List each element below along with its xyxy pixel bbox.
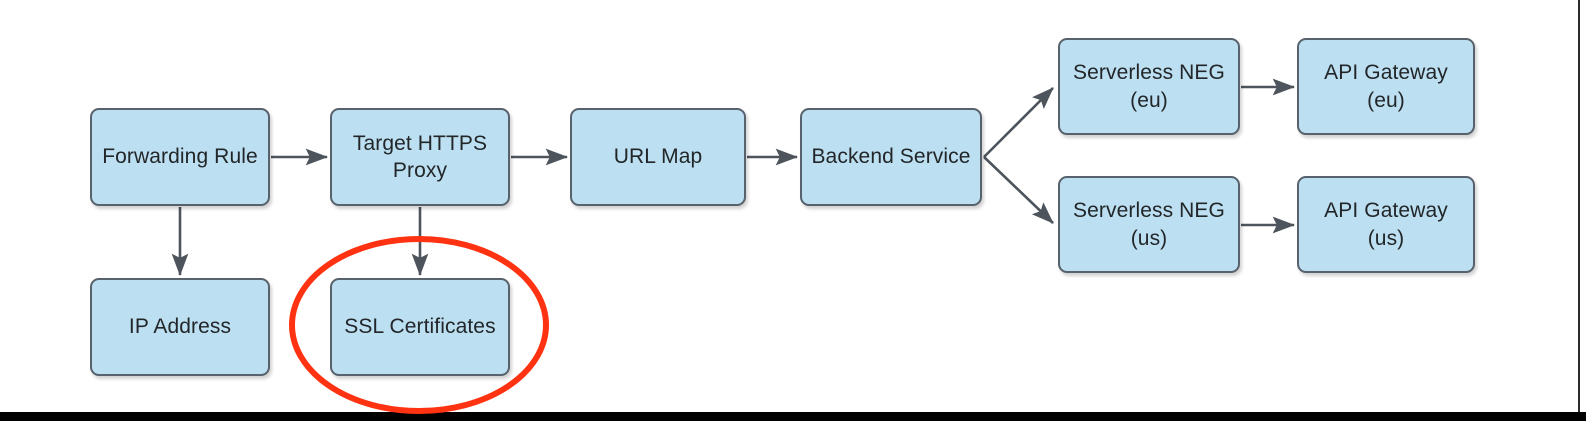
edge-backend-service-to-serverless-neg-eu <box>983 87 1054 158</box>
node-backend-service[interactable]: Backend Service <box>800 108 982 206</box>
edge-backend-service-to-serverless-neg-us <box>983 156 1054 224</box>
node-label: Serverless NEG (eu) <box>1073 61 1225 112</box>
node-url-map[interactable]: URL Map <box>570 108 746 206</box>
node-ip-address[interactable]: IP Address <box>90 278 270 376</box>
node-forwarding-rule[interactable]: Forwarding Rule <box>90 108 270 206</box>
node-label: SSL Certificates <box>344 315 496 339</box>
node-serverless-neg-us[interactable]: Serverless NEG (us) <box>1058 176 1240 273</box>
node-label: Serverless NEG (us) <box>1073 199 1225 250</box>
node-label: Backend Service <box>811 145 971 169</box>
node-api-gateway-eu[interactable]: API Gateway (eu) <box>1297 38 1475 135</box>
node-label: API Gateway (eu) <box>1324 61 1448 112</box>
node-label: API Gateway (us) <box>1324 199 1448 250</box>
node-label: Forwarding Rule <box>102 145 258 169</box>
node-ssl-certificates[interactable]: SSL Certificates <box>330 278 510 376</box>
node-label: IP Address <box>128 315 232 339</box>
right-edge-rule <box>1578 0 1580 412</box>
node-api-gateway-us[interactable]: API Gateway (us) <box>1297 176 1475 273</box>
node-target-https-proxy[interactable]: Target HTTPS Proxy <box>330 108 510 206</box>
node-label: Target HTTPS Proxy <box>352 131 488 182</box>
ssl-certificates-highlight-ellipse <box>289 236 549 414</box>
bottom-edge-bar <box>0 412 1586 421</box>
node-serverless-neg-eu[interactable]: Serverless NEG (eu) <box>1058 38 1240 135</box>
node-label: URL Map <box>613 145 703 169</box>
